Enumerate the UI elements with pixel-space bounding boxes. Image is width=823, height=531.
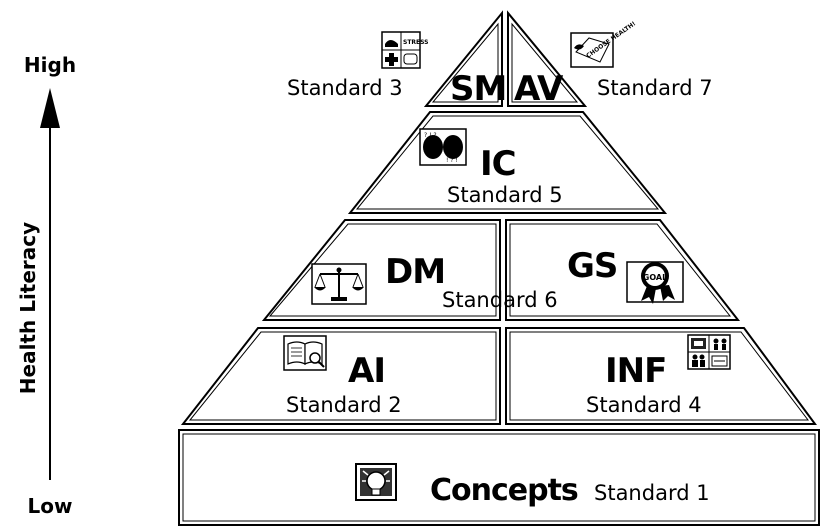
standard-1-label: Standard 1 [594, 481, 710, 505]
dm-label: DM [385, 252, 445, 292]
tier-base-concepts: Concepts Standard 1 [178, 429, 820, 526]
balance-scale-icon [311, 263, 367, 305]
book-magnifier-icon [283, 335, 327, 371]
communication-faces-icon: ? ! ? ! ? ! [419, 128, 467, 166]
standard-2-label: Standard 2 [286, 393, 402, 417]
standard-6-label: Standard 6 [442, 288, 558, 312]
axis-low-label: Low [28, 494, 73, 518]
tier-middle-left-dm: DM [261, 219, 501, 321]
goal-ribbon-icon: GOAL [626, 261, 684, 304]
standard-3-label: Standard 3 [287, 76, 403, 100]
tier-lower-right-inf: INF Standard 4 [505, 327, 817, 425]
ai-label: AI [348, 351, 385, 391]
gs-label: GS [567, 246, 617, 286]
lightbulb-icon [355, 463, 397, 501]
sm-label: SM [450, 69, 506, 109]
standard-5-label: Standard 5 [447, 183, 563, 207]
svg-text:STRESS: STRESS [403, 39, 429, 46]
tier-top-right-av: AV [507, 10, 588, 109]
svg-text:? ! ?: ? ! ? [424, 132, 437, 139]
tier-middle-right-gs: GOAL GS [505, 219, 741, 321]
health-literacy-axis: High Low Health Literacy [16, 53, 76, 518]
axis-high-label: High [24, 53, 76, 77]
av-label: AV [514, 69, 564, 109]
tier-top-left-sm: SM [423, 10, 507, 109]
standard-7-label: Standard 7 [597, 76, 713, 100]
tier-second-ic: ? ! ? ! ? ! IC Standard 5 [347, 111, 668, 214]
goal-ribbon-text: GOAL [643, 273, 667, 282]
ic-label: IC [480, 144, 516, 184]
influences-panels-icon [687, 334, 731, 370]
standard-4-label: Standard 4 [586, 393, 702, 417]
tier-lower-left-ai: AI Standard 2 [180, 327, 501, 425]
choose-health-sign-icon: CHOOSE HEALTH! [570, 20, 637, 68]
stress-management-icon: STRESS [381, 31, 429, 69]
axis-title: Health Literacy [16, 222, 40, 394]
concepts-label: Concepts [430, 473, 578, 508]
svg-text:! ? !: ! ? ! [446, 157, 458, 164]
axis-arrowhead [40, 88, 60, 128]
inf-label: INF [605, 351, 666, 391]
